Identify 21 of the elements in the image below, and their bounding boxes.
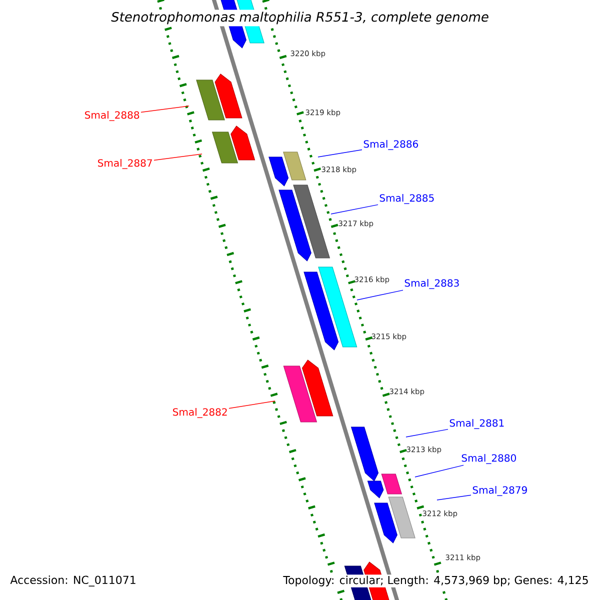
leader-line — [140, 106, 190, 113]
leader-line — [356, 290, 404, 300]
gene-label: Smal_2885 — [380, 194, 434, 204]
leader-line — [154, 154, 202, 161]
gene-label: Smal_2886 — [364, 140, 418, 150]
leader-line — [318, 149, 362, 158]
leader-line — [436, 494, 472, 500]
footer-text: Topology: circular; Length: 4,573,969 bp; Genes: 4,125 — [282, 574, 590, 588]
gene-label: Smal_2888 — [85, 111, 140, 121]
gene-label: Smal_2882 — [173, 408, 227, 418]
leader-line — [406, 428, 448, 438]
leader-line — [330, 204, 378, 214]
gene-label: Smal_2879 — [472, 486, 527, 496]
leader-line — [414, 464, 464, 478]
title: Stenotrophomonas maltophilia R551-3, complete genome — [109, 10, 491, 26]
gene-label: Smal_2881 — [450, 419, 504, 429]
gene-label: Smal_2887 — [98, 159, 152, 169]
gene-label: Smal_2883 — [404, 279, 459, 289]
leader-line — [228, 400, 276, 409]
gene-label: Smal_2880 — [462, 454, 516, 464]
footer-text: Accession: NC_011071 — [9, 574, 138, 588]
